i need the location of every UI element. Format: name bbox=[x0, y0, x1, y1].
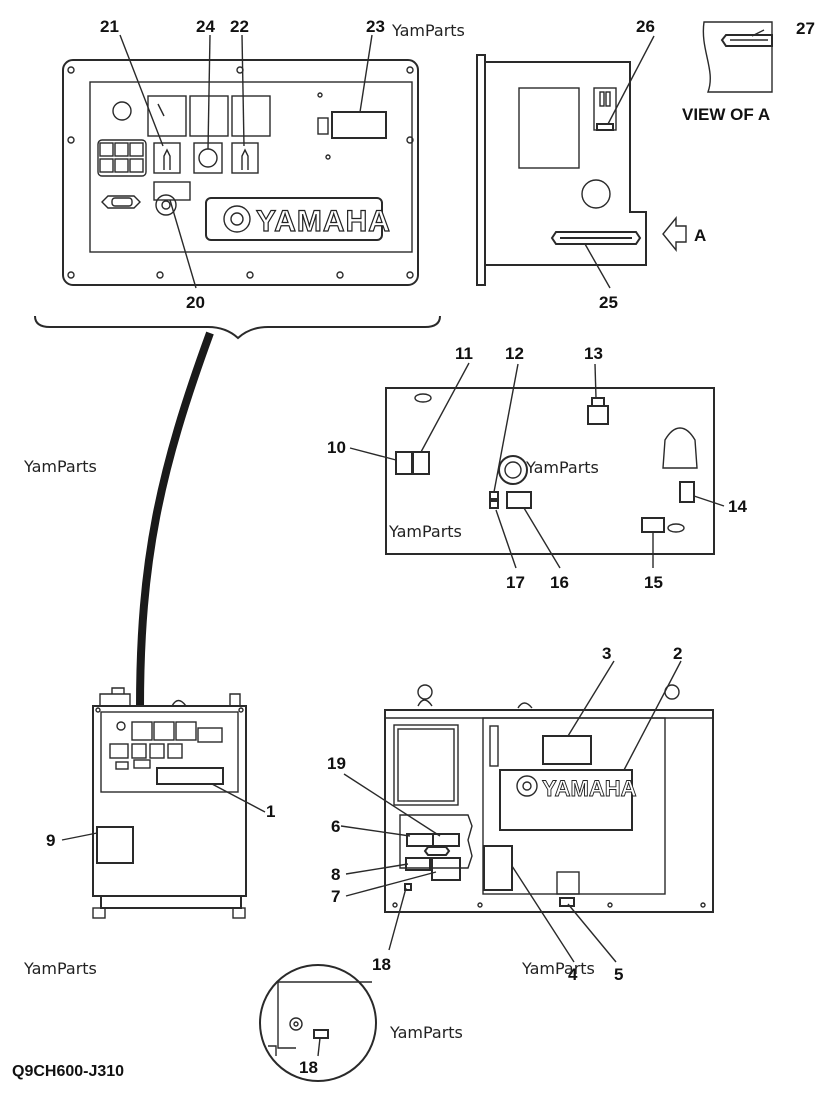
callout-7: 7 bbox=[331, 887, 340, 906]
callout-23: 23 bbox=[366, 17, 385, 36]
callout-9: 9 bbox=[46, 831, 55, 850]
detail-bracket bbox=[34, 315, 441, 340]
callout-17: 17 bbox=[506, 573, 525, 592]
generator-front-view bbox=[92, 687, 247, 919]
callout-25: 25 bbox=[599, 293, 618, 312]
callout-15: 15 bbox=[644, 573, 663, 592]
callout-22: 22 bbox=[230, 17, 249, 36]
callout-19: 19 bbox=[327, 754, 346, 773]
callout-26: 26 bbox=[636, 17, 655, 36]
callout-13: 13 bbox=[584, 344, 603, 363]
cable-harness bbox=[136, 331, 214, 709]
side-view-detail: A bbox=[476, 54, 706, 286]
callout-11: 11 bbox=[455, 344, 473, 363]
watermark-text: YamParts bbox=[23, 959, 97, 978]
callout-24: 24 bbox=[196, 17, 215, 36]
callout-1: 1 bbox=[266, 802, 275, 821]
callout-20: 20 bbox=[186, 293, 205, 312]
side-brand-text: YAMAHA bbox=[542, 776, 637, 801]
callout-3: 3 bbox=[602, 644, 611, 663]
watermarks: YamParts YamParts YamParts YamParts YamP… bbox=[23, 21, 599, 1042]
callout-21: 21 bbox=[100, 17, 119, 36]
callout-8: 8 bbox=[331, 865, 340, 884]
figure-code: Q9CH600-J310 bbox=[12, 1063, 124, 1080]
callout-4: 4 bbox=[568, 965, 578, 984]
callout-numbers: 21 24 22 23 20 26 27 25 11 12 13 10 14 1… bbox=[46, 17, 815, 1077]
control-panel-detail: YAMAHA bbox=[62, 59, 419, 286]
callout-14: 14 bbox=[728, 497, 747, 516]
leader-lines bbox=[61, 29, 765, 1057]
generator-side-view: YAMAHA bbox=[384, 684, 714, 913]
watermark-text: YamParts bbox=[389, 1023, 463, 1042]
callout-27: 27 bbox=[796, 19, 815, 38]
callout-18-detail: 18 bbox=[299, 1058, 318, 1077]
watermark-text: YamParts bbox=[391, 21, 465, 40]
watermark-text: YamParts bbox=[23, 457, 97, 476]
callout-18: 18 bbox=[372, 955, 391, 974]
callout-12: 12 bbox=[505, 344, 524, 363]
callout-16: 16 bbox=[550, 573, 569, 592]
arrow-a-label: A bbox=[694, 226, 706, 245]
view-of-a-detail: VIEW OF A bbox=[682, 21, 773, 124]
watermark-text: YamParts bbox=[525, 458, 599, 477]
watermark-text: YamParts bbox=[388, 522, 462, 541]
circle-detail-18 bbox=[259, 964, 377, 1082]
callout-2: 2 bbox=[673, 644, 682, 663]
callout-10: 10 bbox=[327, 438, 346, 457]
callout-5: 5 bbox=[614, 965, 623, 984]
view-of-a-title: VIEW OF A bbox=[682, 105, 770, 124]
panel-brand-text: YAMAHA bbox=[256, 205, 391, 238]
watermark-text: YamParts bbox=[521, 959, 595, 978]
callout-6: 6 bbox=[331, 817, 340, 836]
